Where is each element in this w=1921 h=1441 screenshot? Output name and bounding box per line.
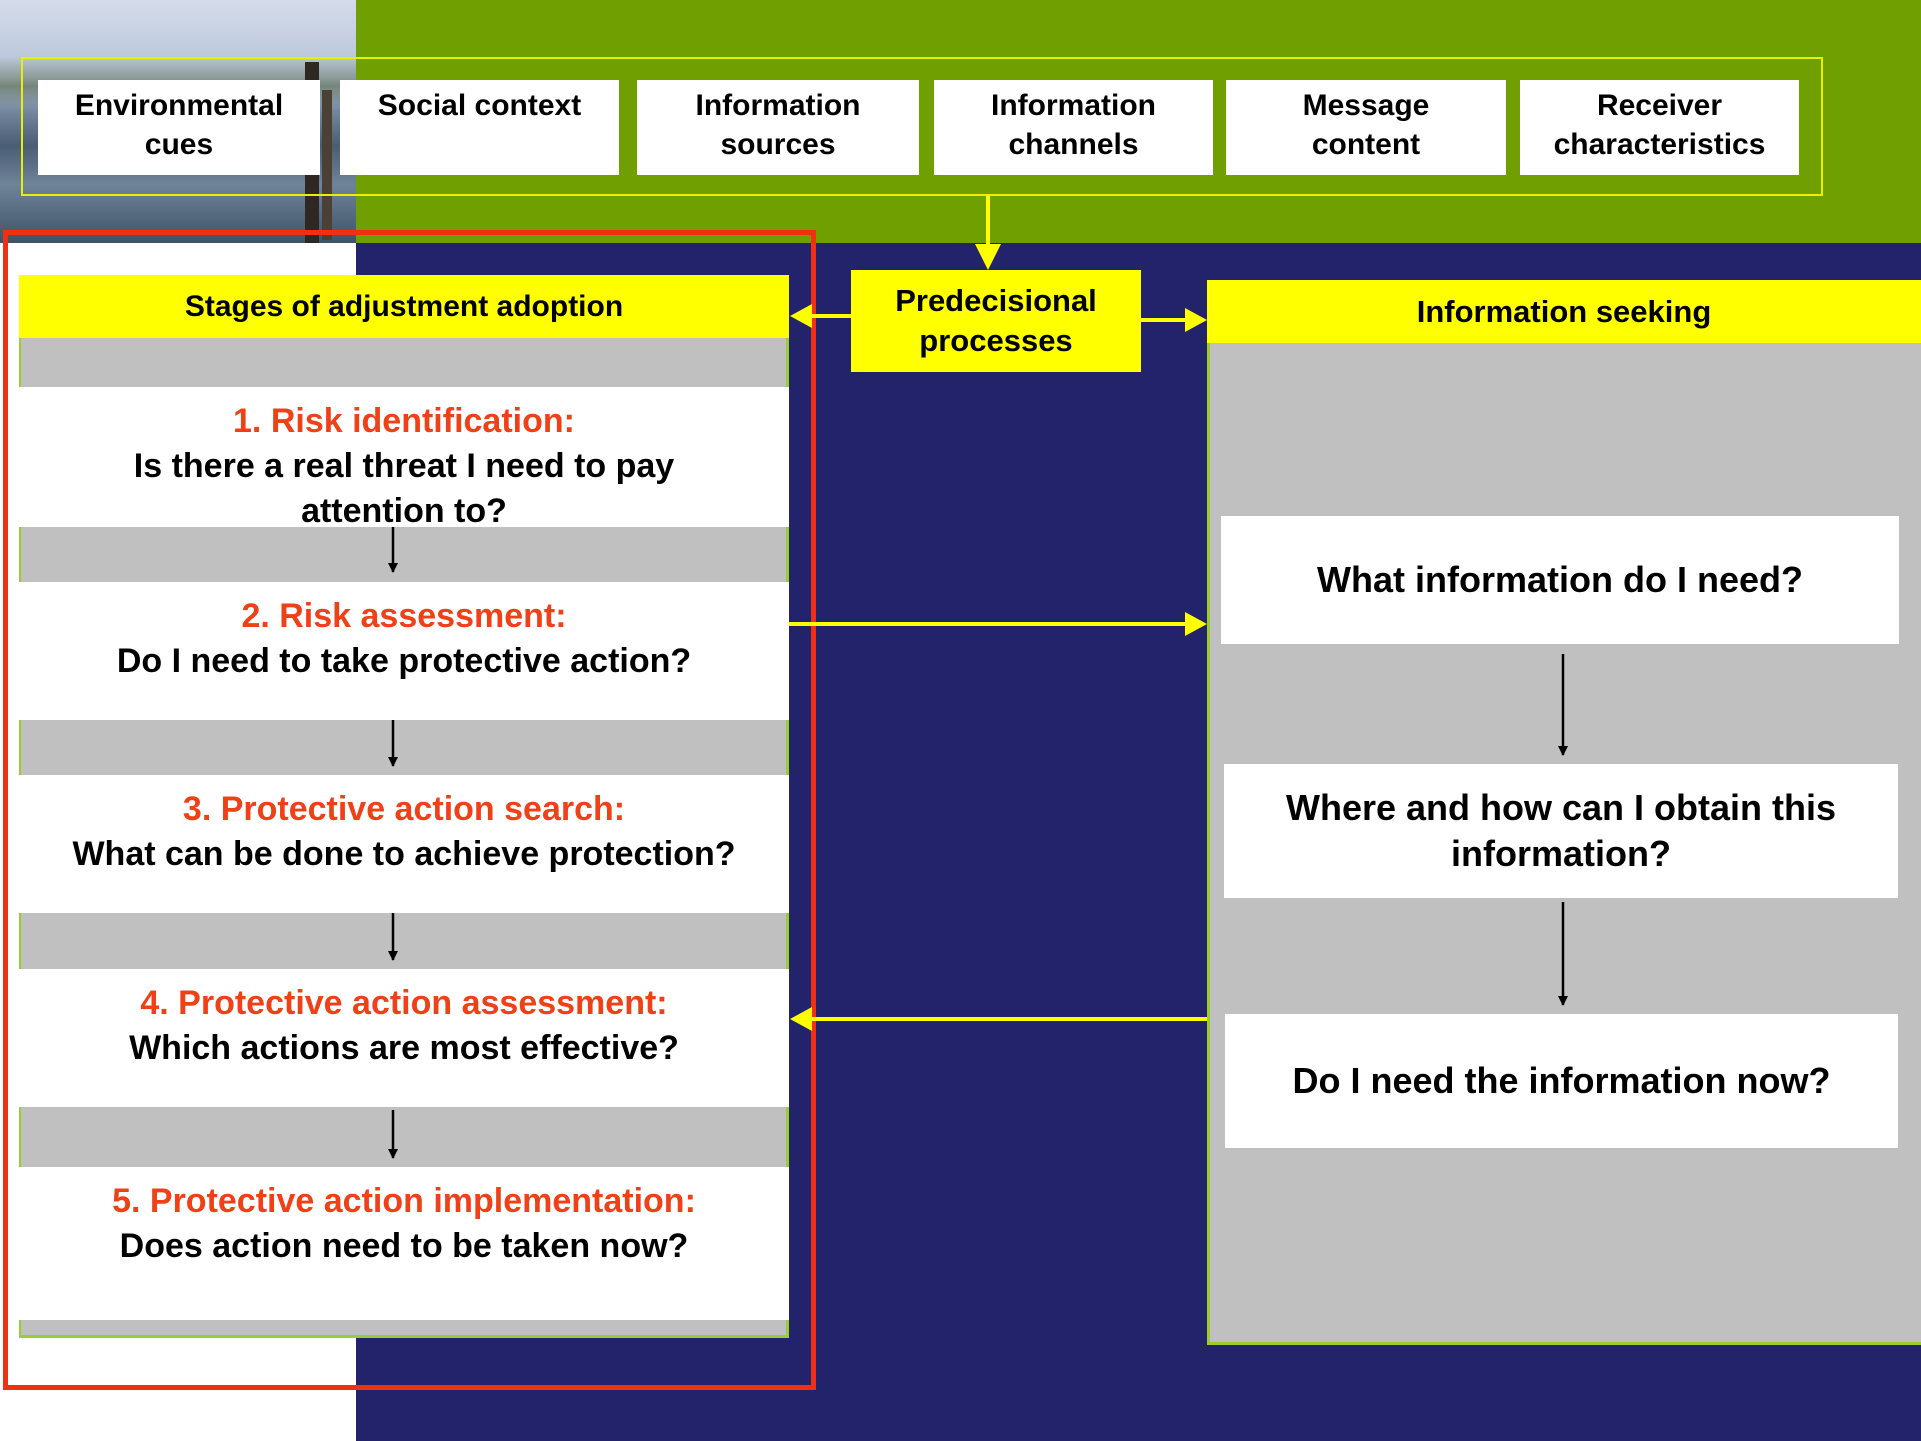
stage-question: What can be done to achieve protection? [72, 835, 736, 873]
stage-question: Which actions are most effective? [129, 1029, 679, 1067]
factor-environmental-cues: Environmental cues [38, 80, 320, 175]
stage-title: 1. Risk identification: [233, 402, 575, 440]
stages-header: Stages of adjustment adoption [19, 275, 789, 338]
seek-where-and-how: Where and how can I obtain this informat… [1224, 764, 1898, 898]
stage-4-protective-action-assessment: 4. Protective action assessment: Which a… [19, 969, 789, 1107]
stage-2-risk-assessment: 2. Risk assessment: Do I need to take pr… [19, 582, 789, 720]
stages-highlight-frame [3, 230, 816, 1390]
information-seeking-header: Information seeking [1207, 280, 1921, 343]
arrow-stage2-to-seeking [789, 612, 1207, 636]
factors-frame [21, 57, 1823, 196]
arrow-predecisional-to-stages [790, 304, 851, 328]
stage-question: Does action need to be taken now? [119, 1227, 689, 1265]
stage-title: 4. Protective action assessment: [140, 984, 668, 1022]
stage-1-risk-identification: 1. Risk identification: Is there a real … [19, 387, 789, 530]
stage-title: 2. Risk assessment: [241, 597, 567, 635]
seek-what-information: What information do I need? [1221, 516, 1899, 644]
stage-title: 5. Protective action implementation: [112, 1182, 696, 1220]
factor-information-channels: Information channels [934, 80, 1213, 175]
stage-5-protective-action-implementation: 5. Protective action implementation: Doe… [19, 1167, 789, 1320]
factor-message-content: Message content [1226, 80, 1506, 175]
arrow-seeking-to-stage4 [790, 1007, 1207, 1031]
stage-title: 3. Protective action search: [182, 790, 626, 828]
stage-question: Do I need to take protective action? [116, 642, 692, 680]
arrow-predecisional-to-seeking [1141, 308, 1207, 332]
factor-social-context: Social context [340, 80, 619, 175]
stage-3-protective-action-search: 3. Protective action search: What can be… [19, 775, 789, 913]
seek-need-information-now: Do I need the information now? [1225, 1014, 1898, 1148]
stage-question: Is there a real threat I need to pay att… [133, 447, 675, 530]
factor-information-sources: Information sources [637, 80, 919, 175]
predecisional-processes-box: Predecisional processes [851, 270, 1141, 372]
factor-receiver-characteristics: Receiver characteristics [1520, 80, 1799, 175]
arrow-factors-to-predecisional [975, 196, 1001, 270]
